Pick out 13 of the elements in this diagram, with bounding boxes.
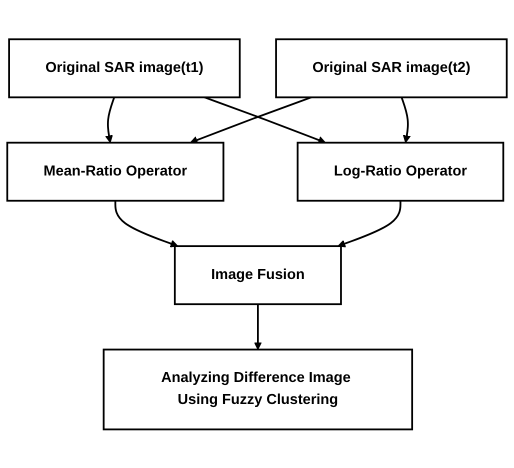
node-box: Log-Ratio Operator (296, 141, 504, 202)
node-box: Analyzing Difference Image Using Fuzzy Clustering (102, 348, 414, 430)
arrow (338, 200, 402, 248)
arrow (105, 96, 116, 143)
node-box: Original SAR image(t1) (8, 38, 241, 98)
arrow (204, 96, 326, 144)
arrow (190, 96, 312, 144)
node-box: Mean-Ratio Operator (6, 141, 224, 202)
arrow (400, 96, 411, 143)
arrow (254, 304, 262, 350)
arrow (114, 200, 178, 248)
node-box: Original SAR image(t2) (275, 38, 508, 98)
node-box: Image Fusion (174, 244, 342, 305)
